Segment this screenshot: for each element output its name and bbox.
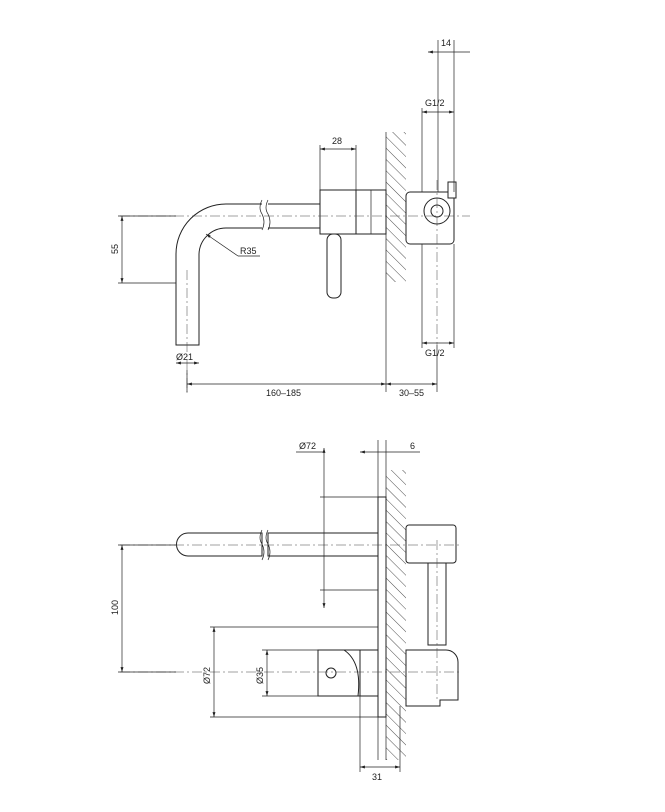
- rosette-plate-bottom: [377, 496, 387, 718]
- dim-160-185: 160–185: [266, 388, 301, 398]
- pipe-break: [259, 199, 271, 231]
- dim-31: 31: [372, 772, 382, 782]
- dim-dia21: Ø21: [176, 352, 193, 362]
- dim-28: 28: [332, 136, 342, 146]
- dim-30-55: 30–55: [399, 388, 424, 398]
- top-view: 14 G1/2 28 55 R35 Ø21 G1/2 160–185: [110, 38, 470, 398]
- handle-rosette: [359, 649, 379, 697]
- dim-dia35: Ø35: [255, 667, 265, 684]
- spout-top: [176, 532, 263, 557]
- dim-55: 55: [110, 244, 120, 254]
- mixer-body: [319, 189, 357, 235]
- dim-g12-top: G1/2: [425, 98, 445, 108]
- wall-hatch-bottom: [386, 470, 406, 760]
- dim-r35: R35: [240, 246, 257, 256]
- handle-knob: [325, 667, 337, 679]
- spout-pipe: [268, 203, 321, 229]
- box-top-port: [447, 181, 457, 199]
- pipe-break-bottom: [259, 529, 271, 561]
- lever-stem: [326, 233, 342, 299]
- leader-r35: [205, 233, 239, 257]
- wall-hatch-top: [386, 132, 406, 282]
- concealed-top-block: [405, 524, 457, 564]
- dim-6: 6: [410, 441, 415, 451]
- bottom-view: Ø72 6 100 Ø72 Ø35 31: [110, 440, 460, 782]
- dim-g12-bottom: G1/2: [425, 348, 445, 358]
- concealed-bottom-block: [405, 649, 459, 707]
- dim-14: 14: [441, 38, 451, 48]
- dim-dia72-side: Ø72: [202, 667, 212, 684]
- dim-100: 100: [110, 600, 120, 615]
- spout-top-right: [267, 532, 379, 557]
- dim-dia72-top: Ø72: [299, 441, 316, 451]
- spout-pipe-left: [175, 203, 262, 346]
